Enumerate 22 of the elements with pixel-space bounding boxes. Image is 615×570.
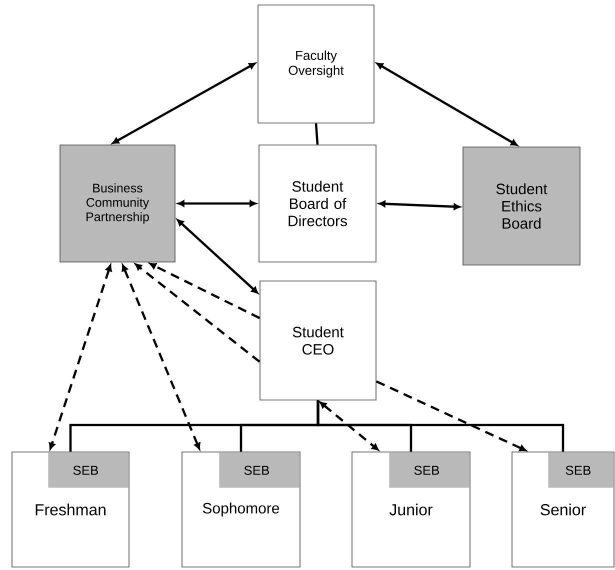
arrow	[320, 402, 379, 450]
arrow	[122, 264, 200, 450]
connector-line	[314, 123, 319, 145]
arrow	[112, 62, 256, 144]
org-box: Student Board of Directors	[258, 144, 376, 262]
tag-box: SEB	[548, 452, 614, 488]
arrow	[376, 62, 518, 146]
arrow	[48, 264, 112, 450]
connector-line	[316, 400, 564, 452]
arrow	[178, 200, 256, 207]
arrow	[378, 200, 460, 210]
org-box: Student CEO	[260, 280, 376, 400]
arrow	[134, 263, 260, 363]
tag-box: SEB	[48, 452, 128, 488]
org-box: Student Ethics Board	[462, 146, 580, 266]
org-box: Business Community Partnership	[60, 144, 176, 262]
arrow	[149, 262, 260, 320]
arrow	[376, 380, 526, 452]
tag-box: SEB	[219, 452, 300, 488]
arrow	[176, 219, 258, 294]
tag-box: SEB	[389, 452, 470, 488]
org-box: Faculty Oversight	[258, 4, 374, 124]
